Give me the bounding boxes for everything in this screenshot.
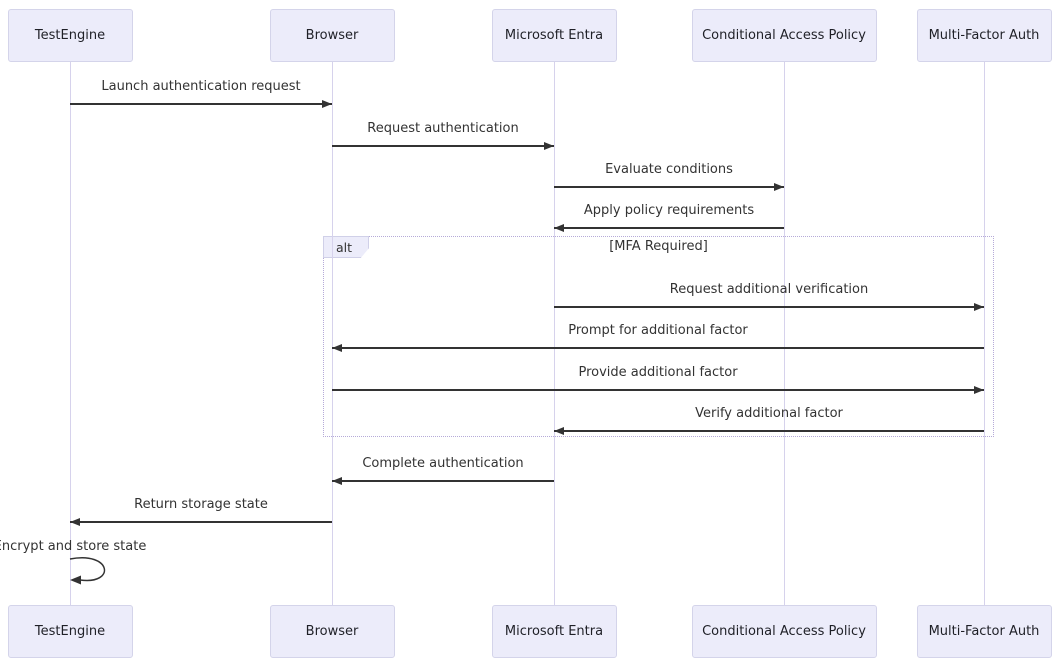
participant-top-mfa: Multi-Factor Auth [916,9,1052,62]
lifeline-cap [783,62,785,605]
participant-bottom-entra: Microsoft Entra [491,605,617,658]
lifeline-entra [553,62,555,605]
message-label: Verify additional factor [695,406,843,421]
message-label: Request additional verification [669,282,869,297]
message-line [332,480,554,482]
participant-bottom-cap: Conditional Access Policy [691,605,877,658]
message-label: Encrypt and store state [0,539,147,554]
lifeline-mfa [983,62,985,605]
message-label: Return storage state [134,497,268,512]
alt-frame [323,236,994,437]
message-label: Complete authentication [362,456,524,471]
message-label: Apply policy requirements [583,203,755,218]
message-arrowhead [554,426,564,435]
message-label: Provide additional factor [578,365,738,380]
message-arrowhead [544,141,554,150]
participant-top-entra: Microsoft Entra [491,9,617,62]
participant-top-browser: Browser [269,9,395,62]
message-line [332,347,984,349]
self-loop-arrow [69,556,116,586]
message-line [70,521,332,523]
message-line [70,103,332,105]
message-label: Prompt for additional factor [568,323,748,338]
message-label: Launch authentication request [101,79,301,94]
message-line [554,227,784,229]
message-line [554,186,784,188]
participant-bottom-browser: Browser [269,605,395,658]
message-arrowhead [774,182,784,191]
alt-frame-label: alt [323,236,369,258]
message-arrowhead [974,302,984,311]
message-arrowhead [70,517,80,526]
message-line [554,306,984,308]
message-line [332,389,984,391]
message-line [332,145,554,147]
message-arrowhead [974,385,984,394]
alt-frame-condition: [MFA Required] [609,239,708,254]
lifeline-testengine [69,62,71,605]
message-label: Evaluate conditions [605,162,733,177]
message-line [554,430,984,432]
message-arrowhead [322,99,332,108]
participant-bottom-testengine: TestEngine [7,605,133,658]
message-arrowhead [554,223,564,232]
message-label: Request authentication [367,121,519,136]
message-arrowhead [332,343,342,352]
message-arrowhead [332,476,342,485]
participant-bottom-mfa: Multi-Factor Auth [916,605,1052,658]
participant-top-cap: Conditional Access Policy [691,9,877,62]
participant-top-testengine: TestEngine [7,9,133,62]
lifeline-browser [331,62,333,605]
